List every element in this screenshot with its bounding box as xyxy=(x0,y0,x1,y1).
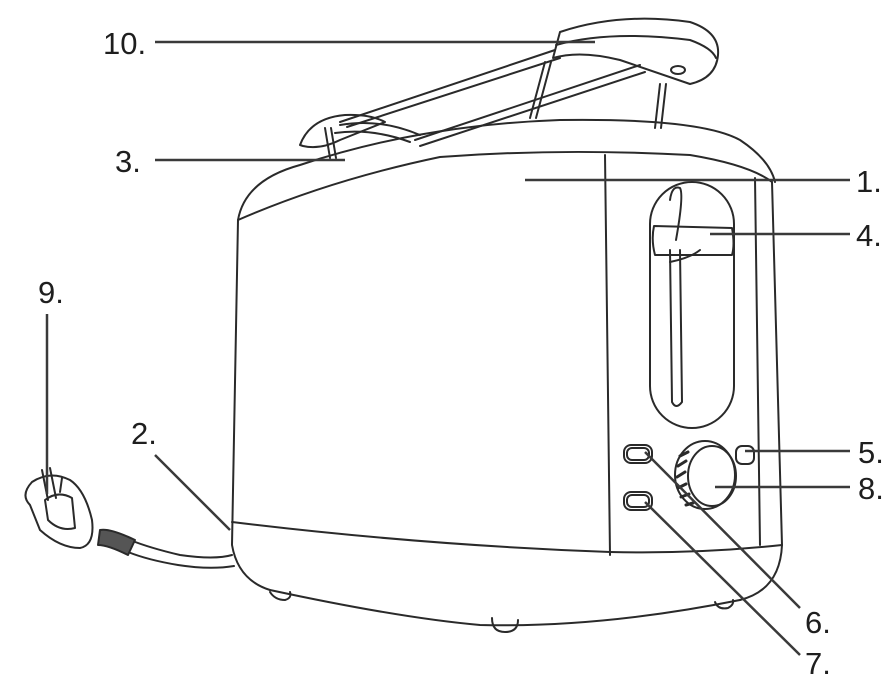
control-buttons xyxy=(623,444,755,511)
callout-10-bun-warmer: 10. xyxy=(103,26,147,61)
callout-3: 3. xyxy=(115,144,141,179)
leader-2 xyxy=(154,454,231,531)
bun-warming-rack xyxy=(299,17,720,159)
browning-dial xyxy=(674,440,737,510)
slot-and-lever xyxy=(649,181,735,429)
power-cord-and-plug xyxy=(24,467,235,569)
callout-1-housing: 1. xyxy=(856,164,882,199)
callout-6-button: 6. xyxy=(805,605,831,640)
callout-7-button: 7. xyxy=(805,646,831,681)
toaster-housing xyxy=(231,118,783,633)
leader-lines xyxy=(45,40,850,656)
callout-2-cord: 2. xyxy=(131,416,157,451)
callout-8-dial: 8. xyxy=(858,471,884,506)
callout-5-button: 5. xyxy=(858,435,884,470)
callout-9-plug: 9. xyxy=(38,275,64,310)
leader-6 xyxy=(644,451,801,609)
callout-4-lever: 4. xyxy=(856,218,882,253)
leader-7 xyxy=(644,501,801,656)
